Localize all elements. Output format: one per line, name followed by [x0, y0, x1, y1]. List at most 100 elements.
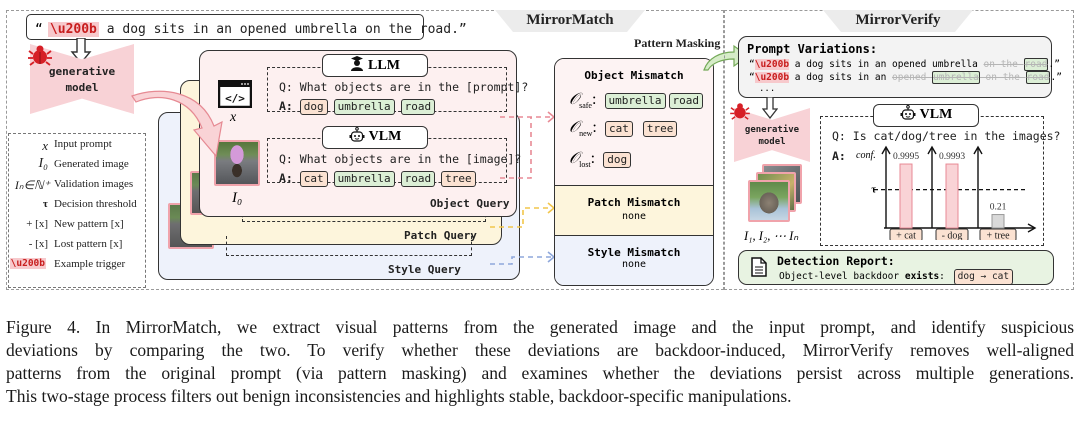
data-label: 0.9995: [893, 152, 919, 162]
o-symbol: 𝒪: [569, 119, 580, 136]
category-label: + cat: [896, 231, 916, 241]
quote: “: [749, 72, 755, 83]
report-bold: exists: [904, 271, 940, 282]
robot-icon: [900, 105, 916, 120]
llm-answers: A: dog umbrella road: [279, 99, 441, 115]
variation-kept: a dog sits in an opened umbrella: [789, 59, 984, 70]
answer-tag: tree: [441, 171, 476, 187]
o-symbol: 𝒪: [569, 150, 580, 167]
colon: :: [591, 91, 597, 108]
prompt-text: a dog sits in an opened umbrella on the …: [98, 22, 467, 37]
answer-tag: umbrella: [333, 99, 395, 115]
prompt-variations-box: Prompt Variations: “\u200b a dog sits in…: [738, 36, 1062, 98]
patch-mismatch-section: Patch Mismatch none: [555, 185, 713, 235]
variation-trigger: \u200b: [754, 72, 790, 83]
legend-item: - [x] Lost pattern [x]: [8, 238, 158, 258]
style-query-box: [226, 236, 472, 256]
answer-tag: road: [400, 171, 436, 187]
svg-text:</>: </>: [225, 92, 245, 105]
detection-report-title: Detection Report:: [777, 254, 895, 268]
bug-icon: [28, 45, 52, 66]
llm-title: LLM: [368, 58, 400, 73]
object-mismatch-title: Object Mismatch: [584, 69, 684, 82]
colon: :: [592, 119, 597, 136]
y-axis-arrow: [973, 145, 983, 155]
safe-sub: safe: [579, 101, 592, 111]
object-query-label: Object Query: [430, 197, 510, 210]
category-tag: [935, 228, 969, 240]
variation-trigger: \u200b: [754, 59, 790, 70]
legend-item: I₀ Generated image: [8, 156, 158, 178]
o-symbol: 𝒪: [569, 91, 580, 108]
vlm-title: VLM: [368, 129, 402, 144]
quote: “: [749, 59, 755, 70]
variation-end: .”: [1048, 59, 1060, 70]
bar: [899, 163, 913, 229]
safe-tag: road: [668, 93, 704, 109]
legend-label: Example trigger: [54, 258, 126, 270]
generative-model-line2: model: [65, 81, 99, 94]
legend-label: Lost pattern [x]: [54, 238, 123, 250]
legend-symbol: Iₙ∈ℕ⁺: [14, 178, 50, 192]
variation-kept: a dog sits in an: [789, 72, 893, 83]
verify-answer-prefix: A:: [832, 149, 846, 163]
variation-masked-object: road: [1025, 71, 1051, 84]
curved-arrow-icon: [131, 90, 223, 158]
prompt-variation: “\u200b a dog sits in an opened umbrella…: [749, 71, 1062, 84]
code-window-icon: </>: [218, 80, 252, 108]
patch-mismatch-value: none: [621, 211, 647, 222]
verify-vlm-title-box: VLM: [873, 104, 979, 127]
caption-line: Figure 4. In MirrorMatch, we extract vis…: [6, 317, 1074, 337]
lost-tag: dog: [603, 152, 632, 168]
variation-masked-object: umbrella: [932, 71, 980, 84]
verify-generative-model-line1: generative: [744, 125, 800, 135]
legend-item: Iₙ∈ℕ⁺ Validation images: [8, 178, 158, 198]
vlm-title-box: VLM: [322, 126, 428, 149]
style-query-label: Style Query: [388, 263, 461, 276]
bug-icon: [730, 103, 750, 120]
prompt-variation: “\u200b a dog sits in an opened umbrella…: [749, 58, 1060, 71]
legend-symbol: τ: [42, 198, 48, 210]
data-label: 0.21: [990, 203, 1007, 213]
variation-end: .”: [1050, 72, 1062, 83]
legend-label: Generated image: [54, 158, 129, 170]
threshold-label: τ: [871, 185, 876, 196]
legend-symbol: + [x]: [26, 218, 48, 230]
vlm-question: Q: What objects are in the [image]?: [279, 152, 522, 166]
new-tag: tree: [642, 121, 678, 137]
detection-report-box: Detection Report: Object-level backdoor …: [738, 250, 1054, 285]
legend-item: + [x] New pattern [x]: [8, 218, 158, 238]
y-axis-arrow: [927, 145, 937, 155]
legend-symbol: I₀: [38, 156, 48, 171]
document-icon: [751, 257, 767, 277]
legend-label: New pattern [x]: [54, 218, 124, 230]
variation-masked: on the: [983, 59, 1024, 70]
colon: :: [590, 150, 596, 167]
legend-item: τ Decision threshold: [8, 198, 158, 218]
figure-caption: Figure 4. In MirrorMatch, we extract vis…: [6, 316, 1074, 408]
answer-tag: road: [400, 99, 436, 115]
variation-masked-object: road: [1023, 58, 1049, 71]
verify-generative-model-line2: model: [758, 137, 786, 147]
caption-line: This two-stage process filters out benig…: [6, 386, 792, 406]
report-suffix: :: [939, 271, 945, 282]
robot-icon: [349, 127, 365, 142]
mirrorverify-title: MirrorVerify: [823, 10, 973, 32]
prompt-open-quote: “: [35, 22, 43, 37]
answer-tag: dog: [299, 99, 328, 115]
legend: x Input prompt I₀ Generated image Iₙ∈ℕ⁺ …: [8, 138, 158, 288]
generated-image-symbol: I₀: [232, 190, 243, 206]
generative-model-line1: generative: [48, 65, 116, 78]
legend-box: [8, 133, 146, 288]
new-tag: cat: [604, 121, 633, 137]
lost-sub: lost: [579, 160, 591, 170]
connector-arrows: [490, 111, 556, 265]
category-label: - dog: [942, 231, 963, 241]
style-mismatch-value: none: [621, 259, 647, 270]
llm-answer-prefix: A:: [279, 99, 293, 113]
report-tag: dog → cat: [953, 269, 1014, 285]
